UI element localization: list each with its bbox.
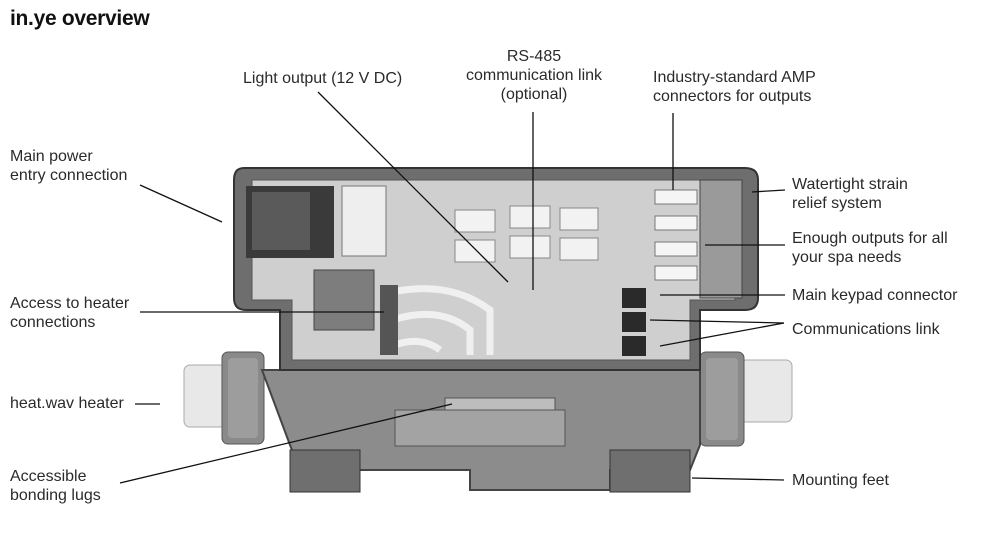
label-main-power-line1: Main power [10,148,93,165]
label-outputs-line2: your spa needs [792,249,902,266]
heater-pipe-left [183,351,265,445]
label-rs485-line2: communication link [465,67,603,84]
label-rs485: RS-485 communication link (optional) [458,47,610,104]
label-heater-access-line2: connections [10,314,96,331]
label-bonding-line2: bonding lugs [10,487,101,504]
label-amp-connectors: Industry-standard AMP connectors for out… [653,68,816,106]
label-main-power-line2: entry connection [10,167,128,184]
label-amp-line2: connectors for outputs [653,88,812,105]
heater-body [260,369,701,493]
label-strain-relief: Watertight strain relief system [792,175,908,213]
label-rs485-line3: (optional) [500,86,568,103]
label-main-power: Main power entry connection [10,147,127,185]
label-amp-line1: Industry-standard AMP [653,69,816,86]
heater-pipe-right [699,351,793,447]
label-strain-relief-line2: relief system [792,195,882,212]
label-heater: heat.wav heater [10,395,124,412]
label-comm-link: Communications link [792,321,940,338]
label-outputs: Enough outputs for all your spa needs [792,229,948,267]
label-strain-relief-line1: Watertight strain [792,176,908,193]
label-light-output: Light output (12 V DC) [243,70,403,87]
label-feet: Mounting feet [792,472,889,489]
label-bonding: Accessible bonding lugs [10,467,101,505]
enclosure [233,167,759,371]
label-heater-access: Access to heater connections [10,294,129,332]
leader-lines [119,91,786,484]
label-rs485-line1: RS-485 [506,48,562,65]
label-outputs-line1: Enough outputs for all [792,230,948,247]
page-title: in.ye overview [10,7,150,30]
label-keypad: Main keypad connector [792,287,958,304]
label-bonding-line1: Accessible [10,468,87,485]
label-heater-access-line1: Access to heater [10,295,130,312]
